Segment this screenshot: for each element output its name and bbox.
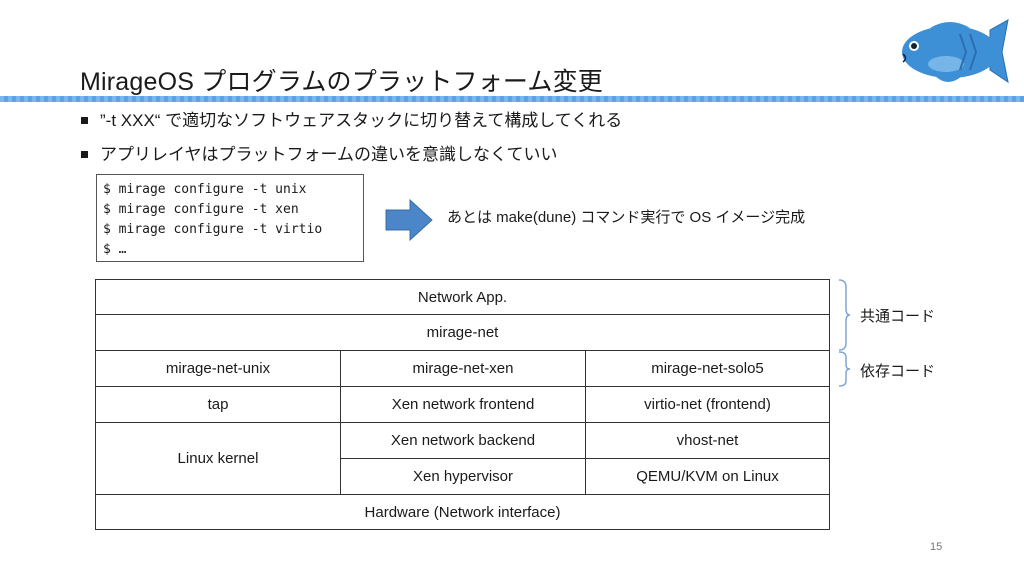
xen-hypervisor-cell: Xen hypervisor	[340, 458, 586, 495]
build-note: あとは make(dune) コマンド実行で OS イメージ完成	[447, 209, 806, 226]
network-stack-diagram: Network App. mirage-net mirage-net-unix …	[95, 279, 830, 530]
code-line: $ …	[103, 242, 127, 257]
square-bullet-icon	[81, 151, 88, 158]
xen-network-backend-cell: Xen network backend	[340, 422, 586, 459]
dependent-code-brace	[838, 351, 850, 387]
mirage-net-solo5-cell: mirage-net-solo5	[585, 350, 830, 387]
common-code-brace	[838, 279, 850, 351]
bullet-text: ”-t XXX“ で適切なソフトウェアスタックに切り替えて構成してくれる	[100, 111, 623, 130]
code-line: $ mirage configure -t virtio	[103, 222, 323, 237]
tap-cell: tap	[95, 386, 341, 423]
common-code-label: 共通コード	[860, 308, 936, 325]
page-number: 15	[930, 541, 943, 553]
bullet-list: ”-t XXX“ で適切なソフトウェアスタックに切り替えて構成してくれる アプリ…	[80, 108, 622, 176]
bullet-item: ”-t XXX“ で適切なソフトウェアスタックに切り替えて構成してくれる	[80, 108, 622, 142]
code-line: $ mirage configure -t unix	[103, 182, 307, 197]
xen-network-frontend-cell: Xen network frontend	[340, 386, 586, 423]
mirage-net-layer: mirage-net	[95, 314, 830, 351]
square-bullet-icon	[81, 117, 88, 124]
bullet-item: アプリレイヤはプラットフォームの違いを意識しなくていい	[80, 142, 622, 176]
bullet-text: アプリレイヤはプラットフォームの違いを意識しなくていい	[100, 145, 558, 164]
virtio-net-frontend-cell: virtio-net (frontend)	[585, 386, 830, 423]
dependent-code-label: 依存コード	[860, 363, 936, 380]
right-arrow-icon	[385, 198, 433, 242]
mirage-net-xen-cell: mirage-net-xen	[340, 350, 586, 387]
command-code-box: $ mirage configure -t unix $ mirage conf…	[96, 174, 364, 262]
slide-title: MirageOS プログラムのプラットフォーム変更	[80, 68, 603, 96]
mirage-net-unix-cell: mirage-net-unix	[95, 350, 341, 387]
code-line: $ mirage configure -t xen	[103, 202, 299, 217]
title-underline	[0, 96, 1024, 102]
qemu-kvm-cell: QEMU/KVM on Linux	[585, 458, 830, 495]
fish-icon	[902, 19, 1009, 84]
hardware-layer: Hardware (Network interface)	[95, 494, 830, 530]
network-app-layer: Network App.	[95, 279, 830, 315]
vhost-net-cell: vhost-net	[585, 422, 830, 459]
linux-kernel-cell: Linux kernel	[95, 422, 341, 495]
